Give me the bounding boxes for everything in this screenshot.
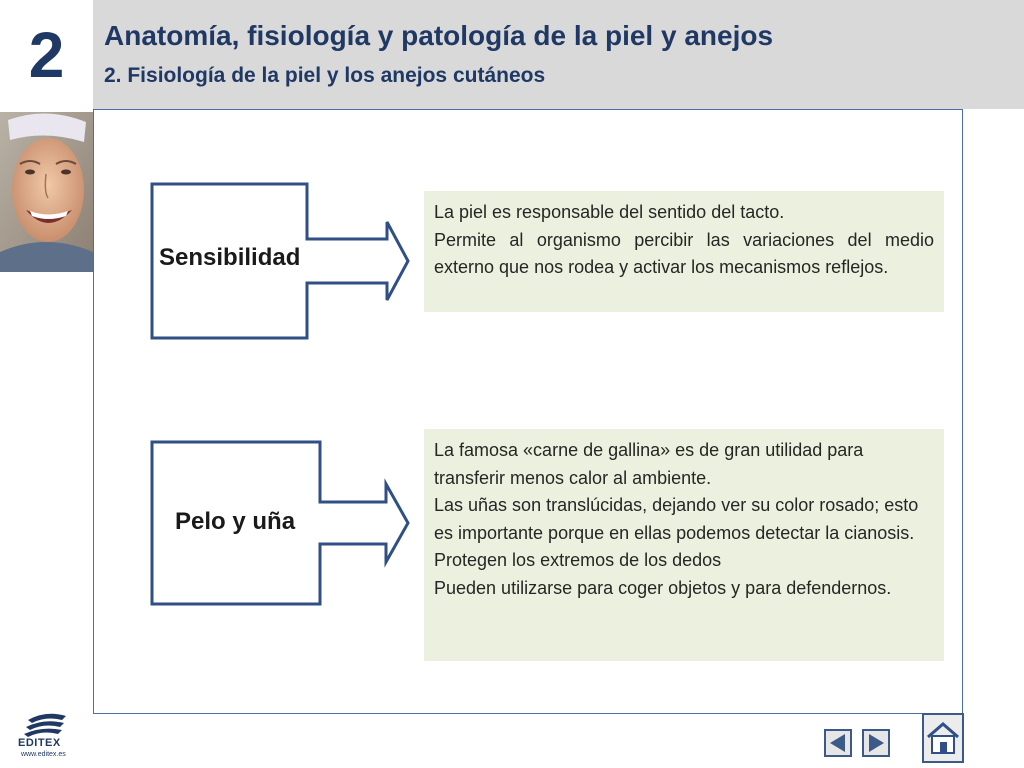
home-button[interactable] (922, 713, 964, 763)
pelo-una-paragraph: Pueden utilizarse para coger objetos y p… (434, 577, 892, 598)
pelo-una-label: Pelo y uña (175, 508, 296, 535)
home-icon (927, 722, 959, 754)
pelo-una-paragraph: La famosa «carne de gallina» es de gran … (434, 440, 864, 488)
sensibilidad-arrow-shape (150, 182, 410, 340)
logo-url: www.editex.es (21, 751, 66, 758)
triangle-right-icon (869, 734, 884, 752)
triangle-left-icon (830, 734, 845, 752)
pelo-una-arrow-shape (150, 440, 410, 606)
sensibilidad-paragraph: Permite al organismo percibir las variac… (434, 229, 934, 278)
page-title: Anatomía, fisiología y patología de la p… (104, 20, 774, 51)
next-slide-button[interactable] (862, 729, 890, 757)
sensibilidad-label: Sensibilidad (159, 244, 301, 271)
editex-logo-icon (24, 713, 66, 737)
pelo-una-paragraph: Las uñas son translúcidas, dejando ver s… (434, 495, 919, 543)
pelo-una-paragraph: Protegen los extremos de los dedos (434, 550, 722, 570)
sensibilidad-paragraph: La piel es responsable del sentido del t… (434, 202, 785, 222)
logo-name: EDITEX (18, 737, 61, 749)
sensibilidad-description: La piel es responsable del sentido del t… (424, 191, 944, 312)
page-subtitle: 2. Fisiología de la piel y los anejos cu… (104, 64, 546, 87)
pelo-una-description: La famosa «carne de gallina» es de gran … (424, 429, 944, 661)
smiling-woman-photo (0, 112, 93, 272)
chapter-number: 2 (0, 0, 93, 109)
header-band (93, 0, 1024, 109)
previous-slide-button[interactable] (824, 729, 852, 757)
